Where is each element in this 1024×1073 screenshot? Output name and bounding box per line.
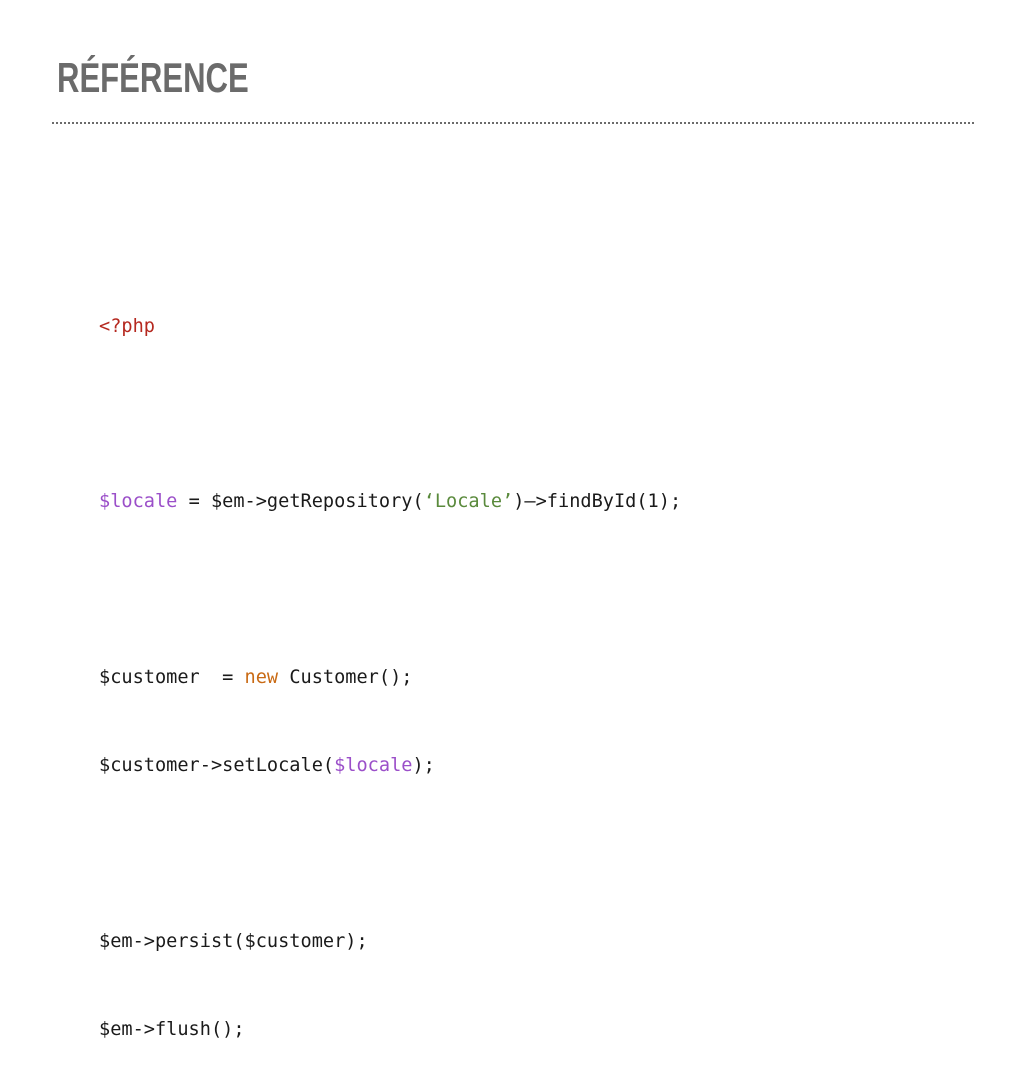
slide-title: RÉFÉRENCE: [57, 54, 249, 101]
title-divider: [52, 122, 974, 124]
code-text: $customer->setLocale(: [99, 755, 335, 777]
code-text: = $em->getRepository(: [177, 491, 424, 513]
code-line-7-blank: [99, 839, 681, 868]
code-text: );: [412, 755, 435, 777]
code-line-5: $customer = new Customer();: [99, 663, 681, 692]
keyword-token: new: [244, 667, 279, 689]
code-line-6: $customer->setLocale($locale);: [99, 751, 681, 780]
code-text: $em->persist($customer);: [99, 930, 368, 952]
php-open-tag: <?php: [99, 315, 155, 337]
code-line-2-blank: [99, 399, 681, 428]
code-text: Customer();: [278, 667, 413, 689]
code-block: <?php $locale = $em->getRepository(‘Loca…: [99, 253, 681, 1073]
code-text: )—>findById(1);: [513, 491, 682, 513]
string-token: ‘Locale’: [423, 491, 514, 513]
code-line-3: $locale = $em->getRepository(‘Locale’)—>…: [99, 487, 681, 516]
code-text: $customer =: [99, 667, 245, 689]
code-line-4-blank: [99, 575, 681, 604]
code-line-1: <?php: [99, 312, 681, 341]
variable-token: $locale: [99, 491, 178, 513]
code-text: $em->flush();: [99, 1018, 245, 1040]
code-line-9: $em->flush();: [99, 1015, 681, 1044]
variable-token: $locale: [334, 755, 413, 777]
code-line-8: $em->persist($customer);: [99, 927, 681, 956]
